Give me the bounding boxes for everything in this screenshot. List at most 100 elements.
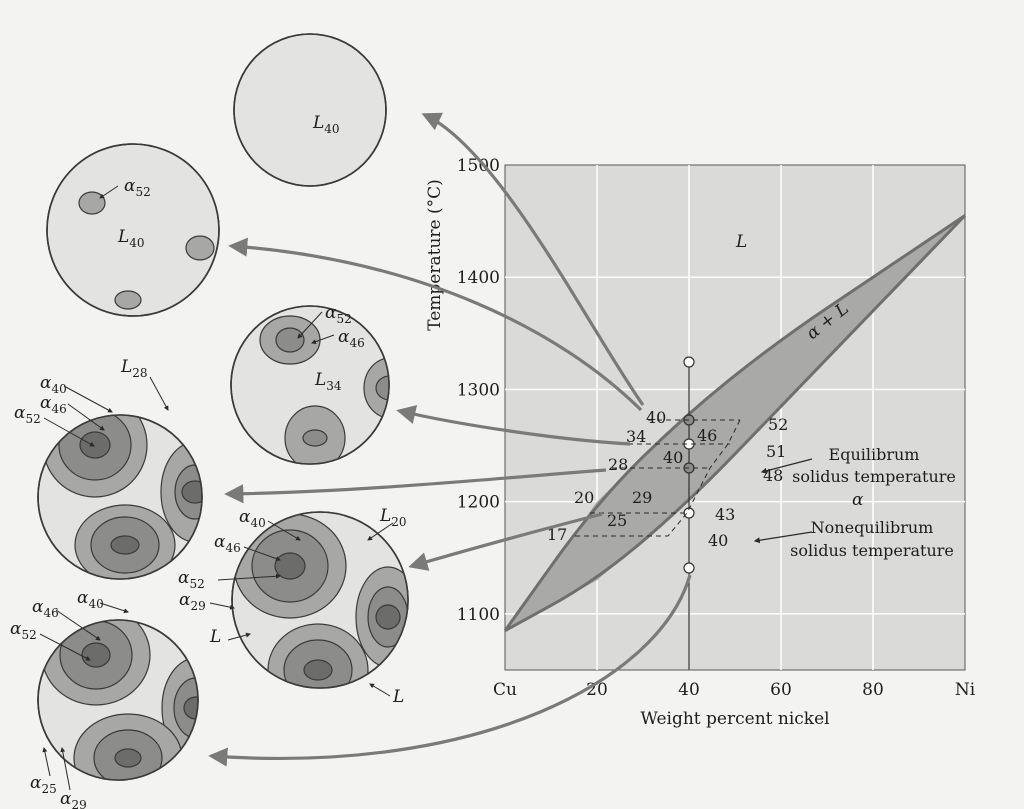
two-phase-region xyxy=(505,215,965,631)
y-tick-label: 1400 xyxy=(457,268,500,288)
microstructure-circle xyxy=(46,143,220,317)
grain-0-layer-0 xyxy=(78,191,106,215)
microstructure-3-label-2: α52 xyxy=(14,403,41,426)
x-tick-label: 80 xyxy=(862,680,884,700)
grain-1-layer-0 xyxy=(363,357,389,419)
microstructure-5-label-0-sub: 46 xyxy=(43,606,58,620)
label-pointer-2 xyxy=(311,334,335,344)
microstructure-3-label-1-sub: 46 xyxy=(51,402,66,416)
tie-line-left-label: 28 xyxy=(608,455,628,474)
tie-line-left-label: 40 xyxy=(646,408,666,427)
x-tick-label: 60 xyxy=(770,680,792,700)
microstructure-5-label-1-sub: 40 xyxy=(88,597,103,611)
tie-line-outer-label: 40 xyxy=(708,531,728,550)
microstructure-grains xyxy=(78,191,215,310)
microstructure-3-label-3: L28 xyxy=(120,357,148,380)
tie-line-left-label: 20 xyxy=(574,488,594,507)
tie-line-right-label: 25 xyxy=(607,511,627,530)
microstructure-4-label-1-base: α xyxy=(214,532,226,552)
grain-0-layer-2 xyxy=(274,552,306,580)
microstructure-1-label-1-base: L xyxy=(117,227,129,247)
label-pointer-3 xyxy=(63,385,113,413)
label-pointer-13 xyxy=(369,683,391,697)
microstructure-outline xyxy=(46,143,220,317)
tie-line-outer-label: 51 xyxy=(766,442,786,461)
grain-1-layer-2 xyxy=(375,604,401,630)
microstructure-1-label-0-base: α xyxy=(124,176,136,196)
microstructure-5-label-3-sub: 25 xyxy=(41,782,56,796)
label-pointer-1 xyxy=(297,311,323,339)
microstructure-3-label-3-base: L xyxy=(120,357,132,377)
label-pointer-11 xyxy=(209,602,235,610)
microstructure-2-label-1-sub: 46 xyxy=(349,336,364,350)
microstructure-4-label-6: L xyxy=(392,687,404,707)
connector-arrow-5 xyxy=(208,574,692,767)
nonequilibrium-label-line2: solidus temperature xyxy=(790,541,954,560)
microstructures: L40α52L40α52α46L34α40α46α52L28α40α46α52L… xyxy=(10,33,409,809)
connector-arrow-2 xyxy=(396,405,631,446)
microstructure-0-label-0-base: L xyxy=(312,113,324,133)
label-pointer-7 xyxy=(267,520,301,541)
microstructure-5-label-4: α29 xyxy=(60,789,87,809)
tie-line-outer-label: 43 xyxy=(715,505,735,524)
region-label-solid: α xyxy=(852,490,864,510)
nonequilibrium-label-line1: Nonequilibrum xyxy=(811,518,934,537)
microstructure-4-label-1: α46 xyxy=(214,532,241,555)
microstructure-4-label-3: L20 xyxy=(379,506,407,529)
microstructure-4-label-6-base: L xyxy=(392,687,404,707)
microstructure-4-label-3-base: L xyxy=(379,506,391,526)
grain-0-layer-2 xyxy=(81,642,111,668)
microstructure-4-label-5: L xyxy=(209,627,221,647)
phase-regions xyxy=(503,214,967,633)
microstructure-2-label-2-base: L xyxy=(314,370,326,390)
y-tick-label: 1100 xyxy=(457,605,500,625)
label-pointer-6 xyxy=(149,376,169,411)
label-pointer-8 xyxy=(243,546,281,561)
microstructure-5-label-4-base: α xyxy=(60,789,72,809)
microstructure-1-label-1-sub: 40 xyxy=(129,236,144,250)
grain-1-layer-2 xyxy=(181,480,202,504)
tie-line-left-label: 17 xyxy=(547,525,567,544)
x-tick-label: Ni xyxy=(955,680,976,700)
connector-arrow-0 xyxy=(421,112,645,406)
connector-arrow-4 xyxy=(408,512,603,571)
label-pointer-4 xyxy=(67,403,105,431)
microstructure-4-label-2: α52 xyxy=(178,568,205,591)
microstructure-outline xyxy=(231,511,409,689)
grain-1-layer-0 xyxy=(185,235,215,261)
microstructure-4-label-4-sub: 29 xyxy=(190,599,205,613)
x-tick-label: 40 xyxy=(678,680,700,700)
nonequilibrium-annotation: Nonequilibrum solidus temperature xyxy=(753,518,954,560)
microstructure-3-label-0-base: α xyxy=(40,373,52,393)
microstructure-2-label-0: α52 xyxy=(325,303,352,326)
microstructure-4-label-4: α29 xyxy=(179,590,206,613)
microstructure-5-label-0: α46 xyxy=(32,597,59,620)
microstructure-outline xyxy=(37,619,199,781)
nonequilibrium-solidus-dashed xyxy=(667,419,741,537)
region-label-liquid: L xyxy=(735,232,747,252)
label-pointer-0 xyxy=(99,185,119,199)
microstructure-4-label-0-sub: 40 xyxy=(250,516,265,530)
microstructure-4-label-0: α40 xyxy=(239,507,266,530)
microstructure-2-label-2-sub: 34 xyxy=(326,379,342,393)
connector-arrow-3 xyxy=(224,468,607,504)
microstructure-grains xyxy=(259,315,389,464)
x-axis-title: Weight percent nickel xyxy=(640,709,829,729)
microstructure-4 xyxy=(231,511,409,689)
grain-0-layer-2 xyxy=(79,431,111,459)
microstructure-5-label-1-base: α xyxy=(77,588,89,608)
tie-line-right-label: 40 xyxy=(663,448,683,467)
microstructure-5-label-1: α40 xyxy=(77,588,104,611)
grain-2-layer-1 xyxy=(302,429,328,447)
microstructure-1-label-1: L40 xyxy=(117,227,145,250)
microstructure-2 xyxy=(230,305,390,465)
microstructure-2-label-0-base: α xyxy=(325,303,337,323)
microstructure-4-label-5-base: L xyxy=(209,627,221,647)
connector-arrow-1 xyxy=(228,237,643,412)
label-pointer-5 xyxy=(43,417,95,447)
microstructure-4-label-3-sub: 20 xyxy=(391,515,406,529)
microstructure-2-label-2: L34 xyxy=(314,370,342,393)
label-pointer-9 xyxy=(217,573,281,581)
